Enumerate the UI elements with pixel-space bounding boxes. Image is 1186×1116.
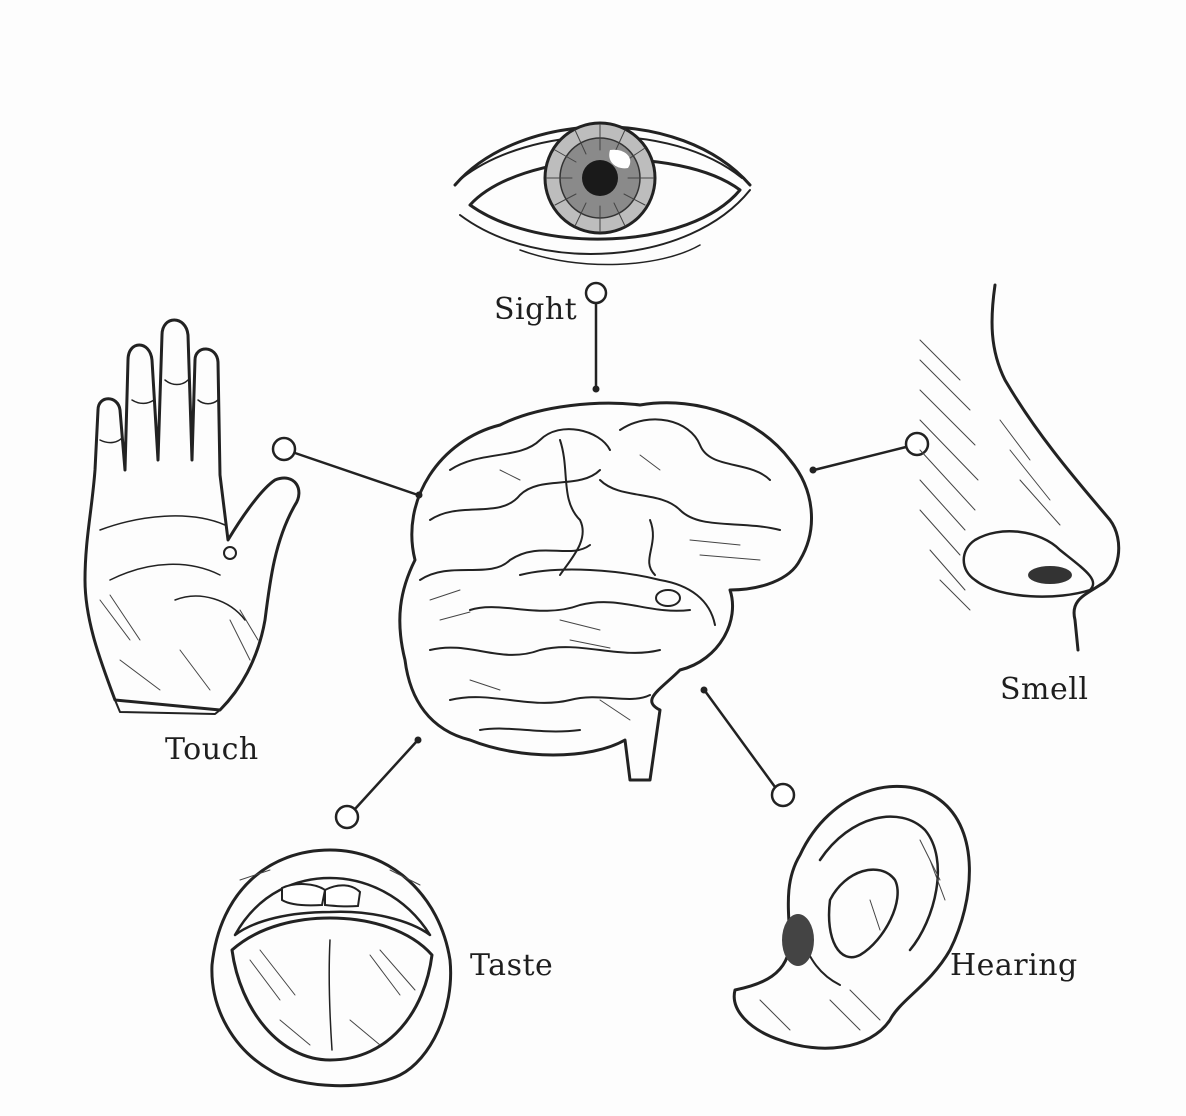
nose-icon [919, 283, 1121, 652]
brain-icon [398, 401, 813, 782]
connector-smell [809, 431, 930, 474]
label-smell: Smell [1000, 672, 1089, 707]
label-sight: Sight [494, 292, 578, 327]
label-hearing: Hearing [950, 948, 1078, 983]
mouth-icon [210, 848, 453, 1088]
connector-sight [584, 281, 608, 393]
connector-taste [334, 736, 422, 830]
hand-icon [83, 318, 301, 715]
connectors [271, 281, 930, 830]
eye-icon [453, 121, 752, 266]
connector-touch [271, 436, 423, 499]
connector-hearing [700, 686, 796, 808]
ear-icon [732, 784, 971, 1050]
label-taste: Taste [470, 948, 554, 983]
label-touch: Touch [165, 732, 259, 767]
